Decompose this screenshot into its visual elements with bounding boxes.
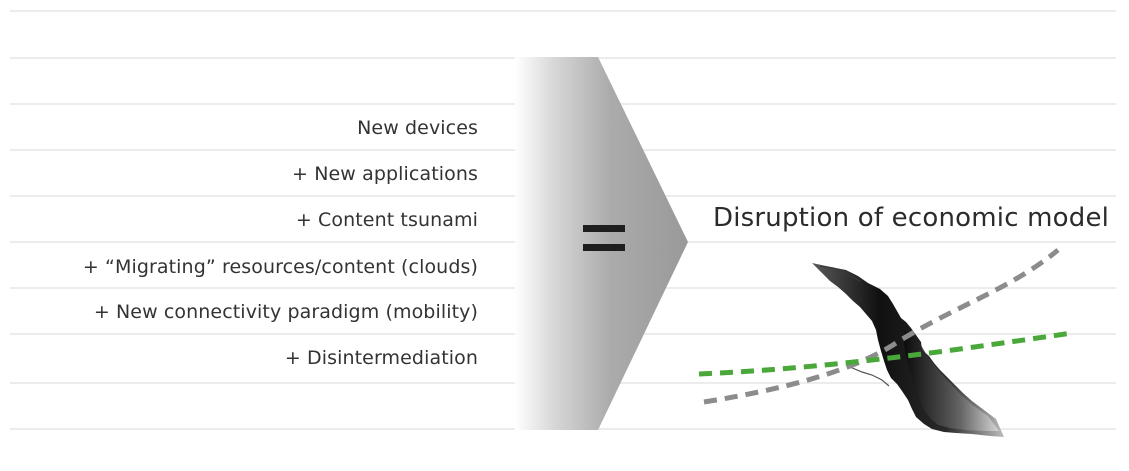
guide-line	[10, 10, 1116, 12]
factor-new-applications: + New applications	[292, 163, 478, 185]
factor-disintermediation: + Disintermediation	[284, 347, 478, 369]
rising-curve	[703, 248, 1060, 405]
factor-new-devices: New devices	[357, 117, 478, 139]
factor-connectivity-paradigm: + New connectivity paradigm (mobility)	[93, 301, 478, 323]
flat-curve	[698, 330, 1073, 377]
result-label: Disruption of economic model	[713, 203, 1110, 233]
crack-shape	[812, 263, 1004, 437]
factor-content-tsunami: + Content tsunami	[295, 209, 478, 231]
factor-migrating-resources: + “Migrating” resources/content (clouds)	[82, 256, 478, 278]
equals-sign	[583, 225, 625, 251]
